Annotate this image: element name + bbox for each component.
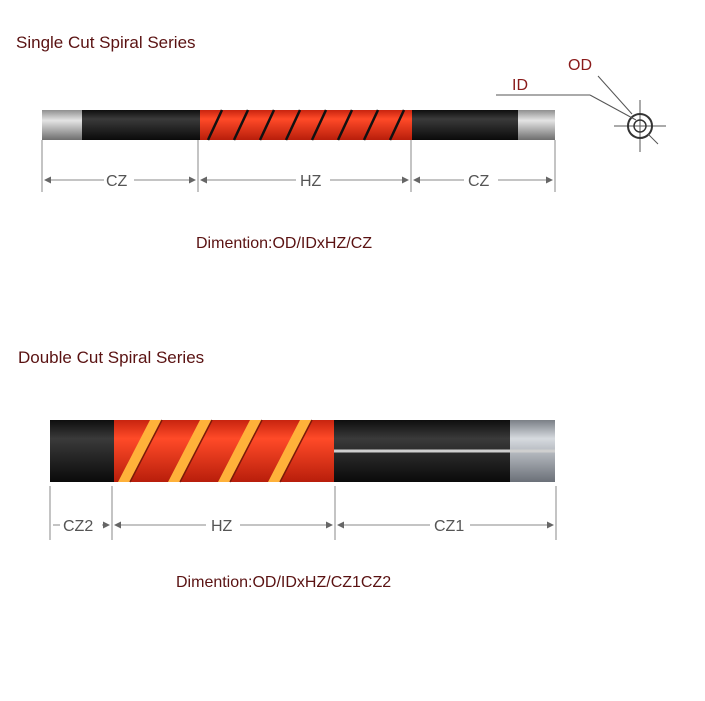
od-label: OD [568,57,592,74]
single-cz-right-label: CZ [468,173,490,190]
single-dimension-lines [41,140,556,192]
double-spiral-shadows [129,419,313,483]
single-rod-right-end [518,110,555,140]
id-label: ID [512,77,528,94]
double-cz1-label: CZ1 [434,518,464,535]
single-rod-left-end [42,110,82,140]
double-hz-label: HZ [211,518,233,535]
double-dimension-formula: Dimention:OD/IDxHZ/CZ1CZ2 [176,574,392,591]
double-spiral-cuts [118,420,312,482]
cross-section-symbol [496,75,666,152]
single-dimension-formula: Dimention:OD/IDxHZ/CZ [196,235,373,252]
double-dimension-lines [49,486,557,540]
single-heating-zone [200,110,412,140]
double-cz2-label: CZ2 [63,518,93,535]
double-rod-left-end [50,420,114,482]
single-spiral-cuts [206,109,406,141]
single-cut-title: Single Cut Spiral Series [16,33,196,52]
single-cut-rod [42,109,555,141]
od-circle [627,113,653,139]
single-hz-label: HZ [300,173,322,190]
double-cut-title: Double Cut Spiral Series [18,348,205,367]
double-cut-rod [50,419,555,483]
single-cz-left-label: CZ [106,173,128,190]
id-circle [633,119,647,133]
